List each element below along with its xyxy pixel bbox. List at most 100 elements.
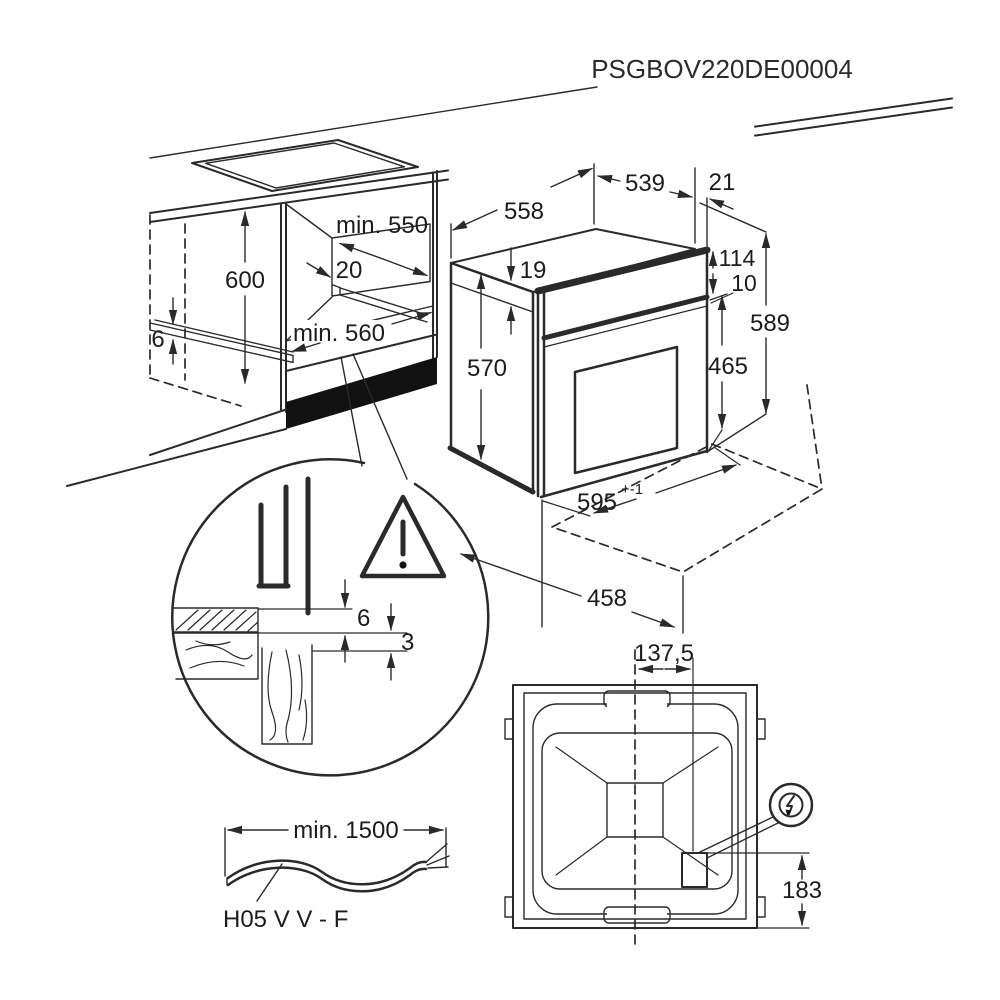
lightning-bolt-tip	[785, 809, 792, 816]
dim-line	[631, 611, 675, 628]
oven-isometric-view: 558 539 21 19 114 10 589 465	[447, 163, 823, 634]
dim-niche-depth: min. 550	[336, 212, 428, 239]
footprint-dashed	[551, 384, 823, 573]
niche-interior-edges	[285, 203, 434, 342]
ext-lines	[542, 446, 741, 517]
dim-detail-top-gap: 6	[357, 605, 370, 632]
cable-lower-line	[226, 866, 428, 893]
electrical-symbol-outer	[768, 782, 814, 828]
counter-front-edge-right	[754, 97, 953, 137]
panel-joint-mask	[607, 910, 667, 918]
counter-front-edge	[149, 169, 449, 223]
support-rail-right	[332, 284, 428, 323]
ref-lines	[706, 852, 810, 929]
wood-grain-vertical	[267, 649, 308, 743]
cable-type-label: H05 V V - F	[223, 906, 348, 933]
support-rail-left	[149, 319, 294, 364]
dim-line	[550, 167, 593, 188]
dim-leader	[709, 198, 734, 210]
dim-panel-height: 114	[719, 245, 756, 271]
dim-brackets	[224, 827, 447, 877]
dim-top-thickness: 19	[520, 257, 547, 284]
dim-line	[460, 553, 582, 597]
dim-door-height: 465	[708, 353, 748, 380]
drawing-title: PSGBOV220DE00004	[591, 54, 853, 84]
niche-front-edges	[280, 170, 438, 413]
dim-front-width-tolerance: +-1	[621, 481, 643, 498]
dim-base-depth: 458	[587, 585, 627, 612]
dim-detail-bottom-gap: 3	[401, 629, 414, 656]
control-panel-bottom-edge	[541, 294, 710, 341]
plinth-dark-strip	[286, 357, 437, 429]
electrical-symbol-inner	[778, 792, 804, 818]
counter-back-edge	[149, 86, 598, 159]
dim-rear-width: 558	[504, 198, 544, 225]
panel-cross-lines	[555, 746, 719, 876]
gap-reference-lines	[257, 608, 408, 652]
panel-door-gap-line	[543, 305, 708, 348]
exclamation-dot	[399, 561, 407, 569]
dim-door-protrusion: 21	[709, 169, 736, 196]
hatch-lines	[175, 609, 259, 632]
cabinet-niche-view: 600 min. 550 20 min. 560 6	[66, 86, 953, 487]
detail-leader-lines	[340, 353, 408, 480]
dim-line	[452, 209, 498, 231]
dim-front-height: 589	[750, 310, 790, 337]
dim-line	[391, 311, 432, 325]
cable-leader	[256, 863, 283, 902]
oven-side-bottom-edge	[447, 445, 536, 495]
dim-rail-offset: 20	[336, 257, 363, 284]
dim-niche-height: 600	[225, 267, 265, 294]
floor-lines	[66, 408, 287, 487]
detail-circle	[171, 458, 490, 777]
dim-casing-height: 570	[467, 355, 507, 382]
dim-line	[291, 342, 321, 353]
rear-panel-bottom-bump	[603, 906, 671, 924]
dim-casing-depth: 539	[625, 170, 665, 197]
oven-lid-line	[450, 282, 534, 313]
oven-door-window	[573, 345, 679, 475]
wood-grain	[185, 640, 253, 669]
cable-wire-ends	[226, 843, 450, 886]
ext-lines	[694, 167, 708, 247]
cooktop-cutout-outer	[191, 139, 419, 192]
ext-lines	[450, 163, 595, 259]
dim-plane-edges	[699, 202, 767, 453]
dim-socket-offset: 137,5	[634, 640, 694, 667]
panel-joint-mask	[607, 700, 667, 708]
dim-leader	[306, 262, 331, 278]
oven-front-frame	[536, 248, 709, 499]
cooktop-cutout-inner	[204, 142, 406, 189]
dim-line	[669, 189, 693, 198]
wood-panel-outline	[172, 632, 313, 745]
dim-niche-width: min. 560	[293, 320, 385, 347]
dim-rail-height: 6	[151, 326, 164, 353]
oven-frame-top-edge	[534, 246, 711, 295]
cabinet-front-lower-edge	[285, 333, 438, 372]
rear-inner-panel	[541, 732, 733, 890]
cable-upper-line	[226, 859, 428, 886]
hidden-edges-dashed	[149, 214, 242, 407]
dim-gap: 10	[731, 270, 757, 296]
dim-line	[593, 498, 637, 514]
dim-line	[655, 464, 737, 494]
rear-inner-frame	[523, 692, 747, 920]
dim-cable-length: min. 1500	[293, 817, 398, 844]
power-cable-view: min. 1500 H05 V V - F	[223, 817, 450, 933]
section-detail-view: 6 3	[171, 458, 490, 777]
lightning-bolt-icon	[786, 795, 795, 815]
oven-flange-section	[256, 476, 311, 616]
dim-socket-height: 183	[782, 877, 822, 904]
ext-lines	[541, 499, 684, 634]
warning-triangle-icon	[359, 494, 447, 579]
label-backplate	[466, 352, 508, 380]
dim-line	[339, 242, 384, 260]
dim-line	[597, 175, 621, 184]
connection-box	[681, 852, 708, 888]
dim-line	[382, 258, 428, 277]
label-backplate	[518, 259, 549, 280]
mounting-tabs	[504, 718, 766, 918]
countertop-section	[172, 607, 259, 633]
